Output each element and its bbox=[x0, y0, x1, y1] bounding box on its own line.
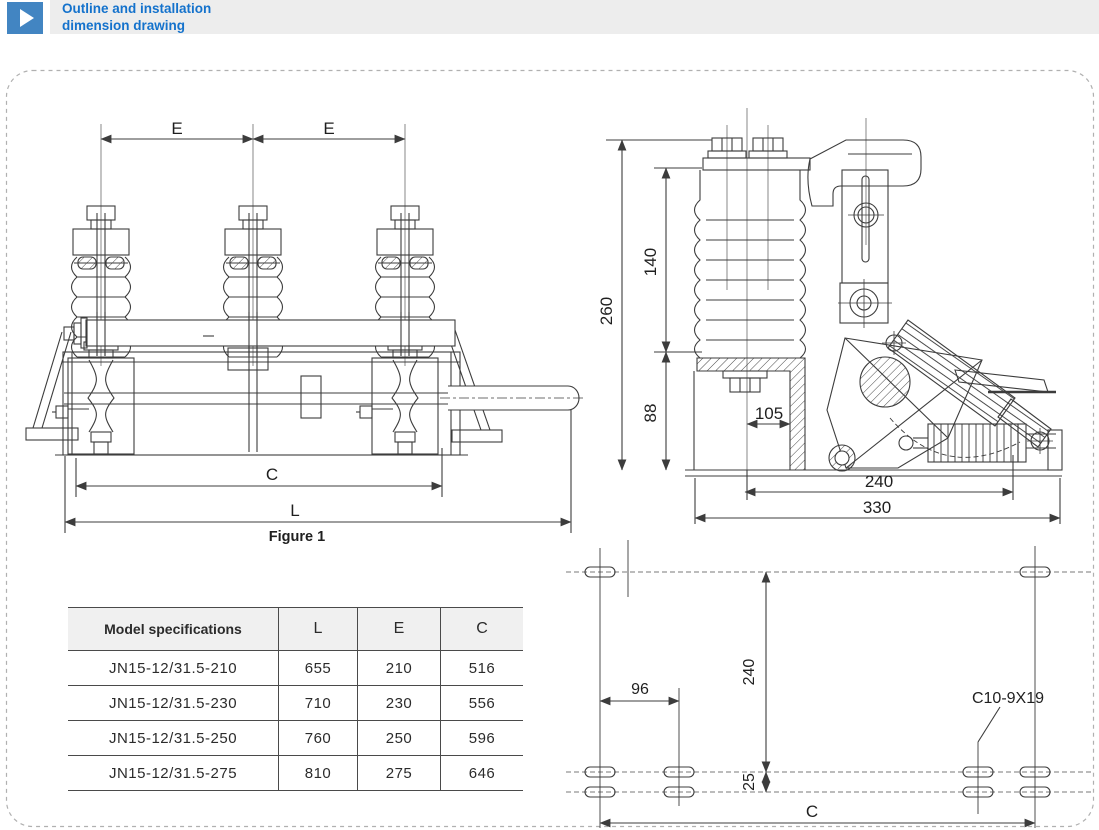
plan-dims bbox=[599, 571, 1036, 828]
cell-c: 646 bbox=[440, 755, 523, 791]
content-dashed-border bbox=[5, 69, 1095, 828]
dim-label-c-plan: C bbox=[806, 802, 818, 821]
hatched-bracket bbox=[693, 357, 806, 471]
section-title-line2: dimension drawing bbox=[62, 17, 186, 33]
pole1-mechanism bbox=[51, 341, 135, 455]
spec-table: Model specifications L E C JN15-12/31.5-… bbox=[68, 607, 523, 791]
right-frame-leg bbox=[445, 329, 503, 443]
table-row: JN15-12/31.5-210 655 210 516 bbox=[68, 650, 523, 686]
dim-label-240-side: 240 bbox=[865, 472, 893, 491]
diagonal-spring bbox=[882, 319, 1052, 448]
dim-label-88: 88 bbox=[641, 404, 660, 423]
cell-l: 810 bbox=[278, 755, 358, 791]
col-header-model: Model specifications bbox=[68, 607, 279, 651]
mounting-arm bbox=[807, 139, 922, 207]
cell-l: 655 bbox=[278, 650, 358, 686]
section-header-bar bbox=[50, 0, 1099, 34]
play-triangle-icon bbox=[19, 9, 34, 27]
side-view bbox=[606, 108, 1063, 524]
cell-model: JN15-12/31.5-250 bbox=[68, 720, 279, 756]
cell-c: 556 bbox=[440, 685, 523, 721]
left-frame-leg bbox=[25, 331, 79, 441]
col-header-e: E bbox=[357, 607, 441, 651]
slot-spec-leader bbox=[977, 706, 1001, 743]
side-base bbox=[685, 429, 1063, 477]
table-row: JN15-12/31.5-275 810 275 646 bbox=[68, 755, 523, 791]
pivot-block bbox=[838, 279, 892, 328]
col-header-l: L bbox=[278, 607, 358, 651]
front-view bbox=[25, 124, 586, 533]
cell-l: 760 bbox=[278, 720, 358, 756]
cell-e: 210 bbox=[357, 650, 441, 686]
slotted-holes bbox=[584, 566, 1051, 798]
mounting-plan bbox=[566, 540, 1093, 828]
dim-label-l: L bbox=[290, 501, 299, 520]
slot-spec-label: C10-9X19 bbox=[972, 690, 1044, 707]
side-centerlines bbox=[726, 108, 867, 500]
pole-stems bbox=[96, 312, 410, 356]
dim-label-140: 140 bbox=[641, 248, 660, 276]
cell-l: 710 bbox=[278, 685, 358, 721]
table-row: JN15-12/31.5-230 710 230 556 bbox=[68, 685, 523, 721]
cell-e: 250 bbox=[357, 720, 441, 756]
cross-tube bbox=[63, 317, 456, 349]
dim-label-105: 105 bbox=[755, 404, 783, 423]
cell-model: JN15-12/31.5-275 bbox=[68, 755, 279, 791]
cell-e: 230 bbox=[357, 685, 441, 721]
link-bracket bbox=[841, 169, 889, 284]
dim-label-e-left: E bbox=[171, 119, 182, 138]
section-title-line1: Outline and installation bbox=[62, 1, 212, 16]
dim-label-e-right: E bbox=[323, 119, 334, 138]
dim-label-260: 260 bbox=[597, 297, 616, 325]
figure1-caption: Figure 1 bbox=[269, 529, 325, 545]
section-title: Outline and installation dimension drawi… bbox=[62, 1, 211, 34]
table-row: JN15-12/31.5-250 760 250 596 bbox=[68, 720, 523, 756]
dim-label-c: C bbox=[266, 465, 278, 484]
cell-e: 275 bbox=[357, 755, 441, 791]
drive-shaft bbox=[440, 385, 586, 411]
pole3-mechanism bbox=[355, 341, 439, 455]
dim-l-group bbox=[64, 410, 572, 533]
horizontal-spring bbox=[889, 417, 1056, 463]
cell-model: JN15-12/31.5-210 bbox=[68, 650, 279, 686]
dim-label-330: 330 bbox=[863, 498, 891, 517]
col-header-c: C bbox=[440, 607, 523, 651]
cell-model: JN15-12/31.5-230 bbox=[68, 685, 279, 721]
dim-label-240-plan: 240 bbox=[741, 659, 758, 686]
cell-c: 516 bbox=[440, 650, 523, 686]
terminal-bolts bbox=[707, 137, 788, 159]
dim-c-group bbox=[75, 448, 443, 497]
section-arrow-icon bbox=[7, 2, 43, 34]
side-insulator bbox=[693, 170, 807, 359]
side-dims bbox=[606, 139, 1061, 524]
terminal-plate bbox=[702, 157, 811, 171]
cell-c: 596 bbox=[440, 720, 523, 756]
plan-verticals bbox=[599, 540, 1036, 828]
dim-label-96: 96 bbox=[631, 681, 649, 698]
upper-plate bbox=[954, 369, 1056, 394]
spec-table-header-row: Model specifications L E C bbox=[68, 607, 523, 651]
base-frame bbox=[55, 347, 468, 456]
dim-label-25: 25 bbox=[741, 773, 758, 791]
